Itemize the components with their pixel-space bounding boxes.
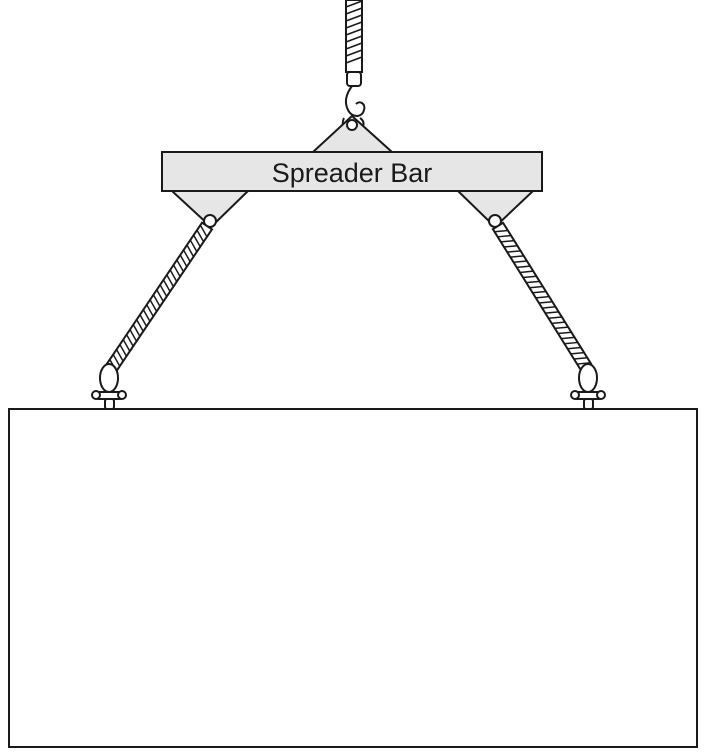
rope-strand xyxy=(345,0,363,8)
rope-strand xyxy=(166,274,175,287)
rope-strand xyxy=(500,239,515,243)
rope-strand xyxy=(526,280,540,284)
suspended-load xyxy=(8,408,698,748)
rope-strand xyxy=(532,290,547,294)
rope-strand xyxy=(156,289,165,302)
left-bottom-lug xyxy=(169,190,251,229)
right-bottom-lug xyxy=(455,190,536,229)
rope-strand xyxy=(132,324,141,337)
rope-strand xyxy=(345,56,363,64)
rope-strand xyxy=(561,336,575,340)
rope-strand xyxy=(146,304,154,317)
rope-strand xyxy=(523,275,537,279)
rope-strand xyxy=(564,341,578,345)
rope-strand xyxy=(179,254,188,268)
rope-strand xyxy=(567,346,581,350)
spreader-bar-label: Spreader Bar xyxy=(272,158,433,188)
rope-strand xyxy=(345,35,363,43)
rope-strand xyxy=(573,356,588,360)
rope-strand xyxy=(172,264,181,277)
rope-strand xyxy=(497,234,512,238)
rope-strand xyxy=(345,42,363,50)
rope-strand xyxy=(345,14,363,22)
rope-strand xyxy=(345,7,363,15)
left-shackle-icon xyxy=(91,363,127,410)
rope-strand xyxy=(513,260,527,264)
rope-strand xyxy=(159,284,168,297)
rope-strand xyxy=(142,309,151,322)
rope-strand xyxy=(345,21,363,29)
rope-strand xyxy=(507,250,521,253)
rope-strand xyxy=(189,239,198,253)
rope-strand xyxy=(554,326,569,330)
left-sling-rope xyxy=(105,221,214,372)
rope-strand xyxy=(548,316,562,319)
rope-strand xyxy=(196,229,205,243)
rope-strand xyxy=(529,285,543,289)
rope-strand xyxy=(494,229,508,233)
rope-strand xyxy=(535,295,550,299)
rope-strand xyxy=(516,265,531,269)
rope-strand xyxy=(199,224,208,238)
rope-strand xyxy=(186,244,195,258)
crane-wire-rope xyxy=(345,0,363,73)
rope-strand xyxy=(519,270,534,274)
rope-strand xyxy=(139,314,148,327)
rope-strand xyxy=(176,259,185,273)
rope-strand xyxy=(152,294,161,307)
rope-strand xyxy=(538,300,553,304)
rope-strand xyxy=(545,311,559,314)
rope-strand xyxy=(125,334,134,347)
top-lifting-lug xyxy=(310,114,395,153)
rope-strand xyxy=(192,234,201,248)
rope-strand xyxy=(169,269,178,282)
rope-strand xyxy=(551,321,566,325)
rope-strand xyxy=(542,306,556,309)
rope-strand xyxy=(557,331,572,335)
rope-strand xyxy=(122,339,131,352)
spreader-bar: Spreader Bar xyxy=(161,151,543,192)
rope-strand xyxy=(149,299,158,312)
rope-strand xyxy=(119,344,128,357)
rope-strand xyxy=(112,354,121,367)
rope-strand xyxy=(162,279,171,292)
rope-strand xyxy=(115,349,124,362)
rope-strand xyxy=(129,329,138,342)
rope-strand xyxy=(345,49,363,57)
rope-strand xyxy=(135,319,144,332)
rope-strand xyxy=(570,351,585,355)
right-sling-rope xyxy=(491,221,593,372)
rope-strand xyxy=(182,249,191,263)
rope-strand xyxy=(345,28,363,36)
rope-strand xyxy=(503,244,518,248)
right-shackle-icon xyxy=(570,363,606,410)
rope-strand xyxy=(510,255,524,258)
